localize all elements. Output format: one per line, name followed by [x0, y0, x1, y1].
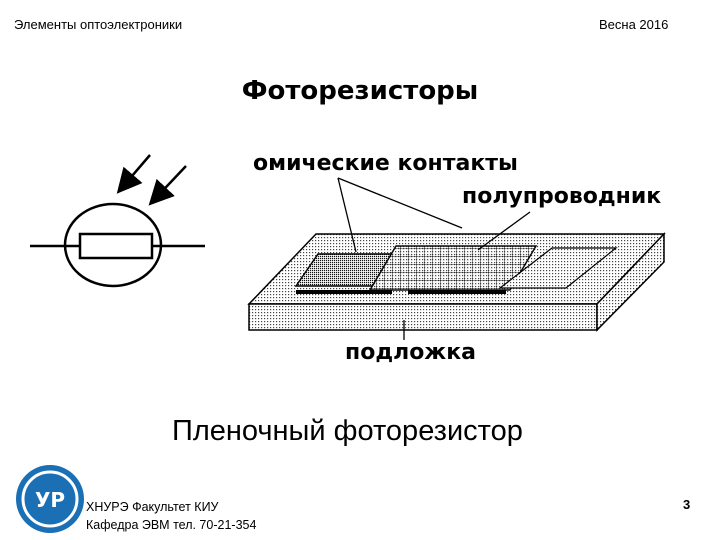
slide-title: Фоторезисторы [241, 76, 479, 106]
light-arrow-1 [116, 154, 151, 194]
resistor-body [78, 232, 154, 260]
course-name: Элементы оптоэлектроники [14, 17, 183, 32]
schematic-symbol [30, 154, 205, 288]
light-arrow-2 [148, 165, 187, 206]
contacts-and-film [294, 245, 618, 294]
term-label: Весна 2016 [599, 17, 669, 32]
contact-edge-left [296, 290, 392, 294]
figure-caption: Пленочный фоторезистор [172, 415, 523, 447]
label-ohmic-contacts: омические контакты [253, 151, 518, 176]
contact-edge-right [408, 290, 506, 294]
footer-university: ХНУРЭ Факультет КИУ [86, 500, 219, 514]
university-logo: УР [16, 465, 84, 533]
page-number: 3 [683, 497, 691, 512]
film-right-part [498, 247, 618, 289]
footer-department: Кафедра ЭВМ тел. 70-21-354 [86, 518, 257, 532]
label-substrate: подложка [345, 340, 476, 365]
logo-text: УР [35, 488, 65, 512]
label-semiconductor: полупроводник [462, 184, 661, 209]
leader-lines [337, 177, 531, 340]
logo-circle [16, 465, 84, 533]
